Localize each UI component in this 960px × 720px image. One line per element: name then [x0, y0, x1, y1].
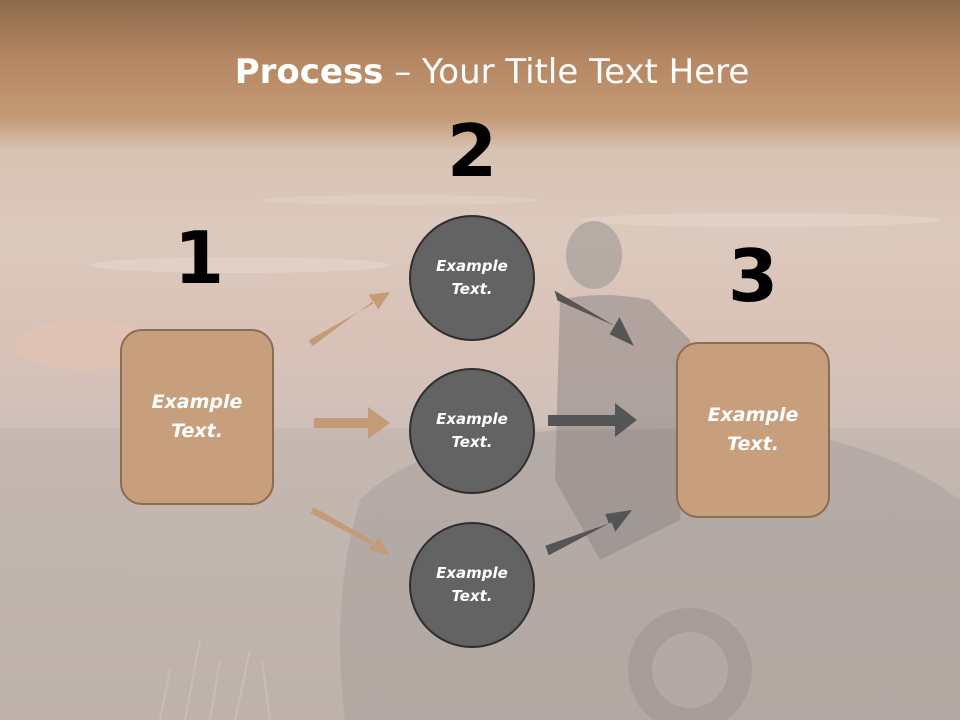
arrow-left-middle	[314, 407, 390, 439]
circle-top-text: Example Text.	[436, 257, 508, 298]
step-number-3: 3	[727, 234, 779, 318]
step-2-circle-top: Example Text.	[409, 215, 535, 341]
step-1-box: Example Text.	[120, 329, 274, 505]
title-bold: Process	[234, 52, 384, 92]
arrow-left-up	[308, 292, 390, 347]
step-1-text: Example Text.	[151, 391, 243, 442]
step-number-2: 2	[446, 109, 498, 193]
step-number-1: 1	[173, 216, 225, 300]
arrow-left-down	[310, 506, 390, 555]
arrow-right-middle	[548, 403, 637, 437]
step-3-box: Example Text.	[676, 342, 830, 518]
step-2-circle-bottom: Example Text.	[409, 522, 535, 648]
step-3-text: Example Text.	[707, 404, 799, 455]
arrow-right-up	[545, 510, 632, 556]
title-rest: – Your Title Text Here	[383, 52, 750, 92]
arrow-right-down	[554, 290, 634, 346]
circle-bottom-text: Example Text.	[436, 564, 508, 605]
slide-title: Process – Your Title Text Here	[0, 52, 960, 92]
circle-middle-text: Example Text.	[436, 410, 508, 451]
step-2-circle-middle: Example Text.	[409, 368, 535, 494]
